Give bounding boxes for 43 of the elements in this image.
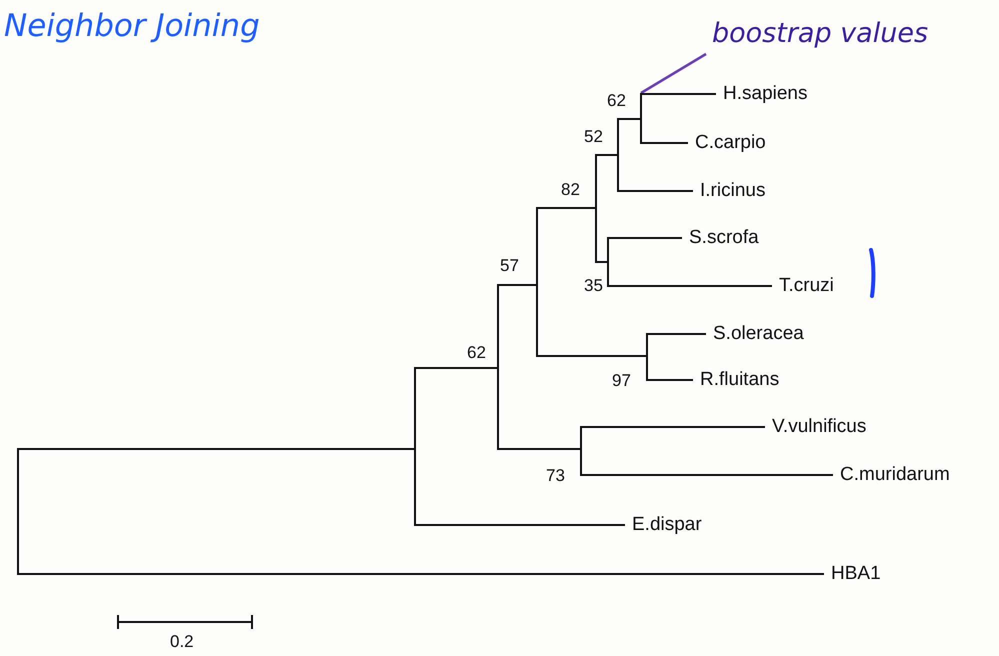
handwritten-note: boostrap values	[712, 18, 928, 49]
branch-line	[597, 154, 617, 156]
taxon-label: R.fluitans	[693, 369, 780, 391]
branch-line	[648, 333, 706, 335]
branch-line	[19, 573, 824, 575]
branch-line	[416, 524, 625, 526]
bootstrap-value: 82	[561, 180, 580, 200]
bootstrap-value: 62	[467, 343, 486, 363]
branch-line	[609, 237, 682, 239]
branch-line	[642, 93, 716, 95]
bootstrap-value: 35	[584, 276, 603, 296]
bootstrap-value: 73	[546, 466, 565, 486]
taxon-label: H.sapiens	[716, 83, 808, 105]
branch-line	[19, 448, 414, 450]
handwritten-title: Neighbor Joining	[4, 8, 260, 44]
taxon-label: V.vulnificus	[765, 416, 866, 438]
branch-line	[648, 379, 693, 381]
branch-line	[619, 118, 640, 120]
branch-line	[597, 261, 607, 263]
taxon-label: C.carpio	[688, 132, 766, 154]
taxon-label: T.cruzi	[772, 275, 834, 297]
bootstrap-value: 97	[612, 371, 631, 391]
branch-line	[499, 284, 536, 286]
taxon-label: I.ricinus	[693, 180, 766, 202]
taxon-label: C.muridarum	[833, 464, 950, 486]
taxon-label: HBA1	[824, 563, 881, 585]
branch-line	[609, 285, 772, 287]
taxon-label: S.scrofa	[682, 227, 759, 249]
bootstrap-value: 62	[607, 91, 626, 111]
leader-line	[640, 52, 707, 94]
bootstrap-value: 57	[500, 256, 519, 276]
scale-label: 0.2	[170, 632, 194, 652]
branch-line	[538, 355, 646, 357]
branch-line	[642, 142, 688, 144]
bootstrap-value: 52	[584, 127, 603, 147]
taxon-label: S.oleracea	[706, 323, 804, 345]
branch-line	[582, 474, 833, 476]
taxon-label: E.dispar	[625, 514, 702, 536]
branch-line	[416, 367, 497, 369]
branch-line	[499, 448, 580, 450]
branch-line	[619, 190, 693, 192]
branch-line	[582, 426, 765, 428]
branch-line	[538, 207, 595, 209]
